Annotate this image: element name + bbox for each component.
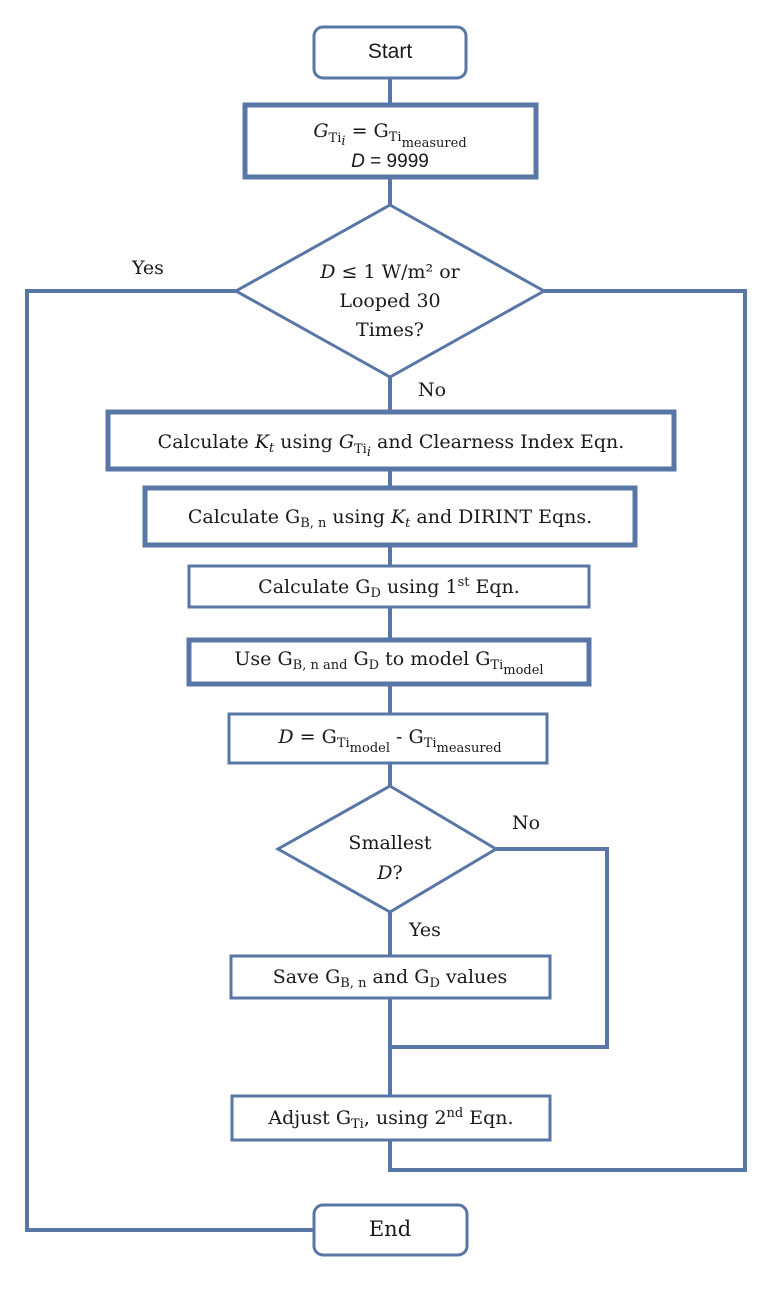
edge-label-yes-smallest: Yes bbox=[408, 919, 441, 941]
edge-label-no-smallest: No bbox=[512, 812, 540, 834]
use-model-label: Use GB, n and GD to model GTimodel bbox=[234, 648, 543, 678]
save-node: Save GB, n and GD values bbox=[229, 954, 552, 1000]
loop-check-line-1: D ≤ 1 W/m² or bbox=[319, 261, 460, 283]
smallest-check-line-1: Smallest bbox=[348, 832, 432, 854]
init-node: GTii = GTimeasured D = 9999 bbox=[242, 102, 539, 180]
start-node: Start bbox=[312, 25, 468, 80]
edge-label-yes-loop: Yes bbox=[131, 257, 164, 279]
calc-gbn-label: Calculate GB, n using Kt and DIRINT Eqns… bbox=[188, 506, 592, 531]
calc-gd-node: Calculate GD using 1st Eqn. bbox=[187, 564, 591, 609]
loop-check-line-2: Looped 30 bbox=[339, 290, 440, 312]
calc-kt-node: Calculate Kt using GTii and Clearness In… bbox=[105, 409, 677, 472]
calc-d-label: D = GTimodel - GTimeasured bbox=[277, 726, 501, 756]
smallest-check-decision: Smallest D? bbox=[274, 784, 499, 914]
edge-smallest-no-branch bbox=[496, 847, 609, 1049]
adjust-node: Adjust GTi, using 2nd Eqn. bbox=[230, 1094, 552, 1142]
start-label: Start bbox=[368, 40, 413, 63]
init-line-2: D = 9999 bbox=[351, 151, 429, 172]
save-label: Save GB, n and GD values bbox=[273, 966, 508, 991]
calc-d-node: D = GTimodel - GTimeasured bbox=[227, 712, 549, 765]
loop-check-decision: D ≤ 1 W/m² or Looped 30 Times? bbox=[232, 203, 548, 379]
adjust-label: Adjust GTi, using 2nd Eqn. bbox=[267, 1106, 513, 1132]
init-line-1: GTii = GTimeasured bbox=[313, 120, 466, 151]
connectors bbox=[25, 78, 747, 1232]
calc-kt-label: Calculate Kt using GTii and Clearness In… bbox=[158, 431, 625, 460]
loop-check-line-3: Times? bbox=[356, 319, 424, 341]
end-node: End bbox=[312, 1203, 469, 1257]
smallest-check-line-2: D? bbox=[376, 862, 402, 884]
use-model-node: Use GB, n and GD to model GTimodel bbox=[186, 637, 592, 687]
edge-loop-yes-to-end bbox=[25, 289, 314, 1232]
end-label: End bbox=[369, 1217, 411, 1241]
edge-label-no-loop: No bbox=[418, 379, 446, 401]
edge-adjust-loop-back bbox=[388, 289, 747, 1172]
calc-gbn-node: Calculate GB, n using Kt and DIRINT Eqns… bbox=[142, 485, 638, 548]
calc-gd-label: Calculate GD using 1st Eqn. bbox=[258, 575, 520, 601]
